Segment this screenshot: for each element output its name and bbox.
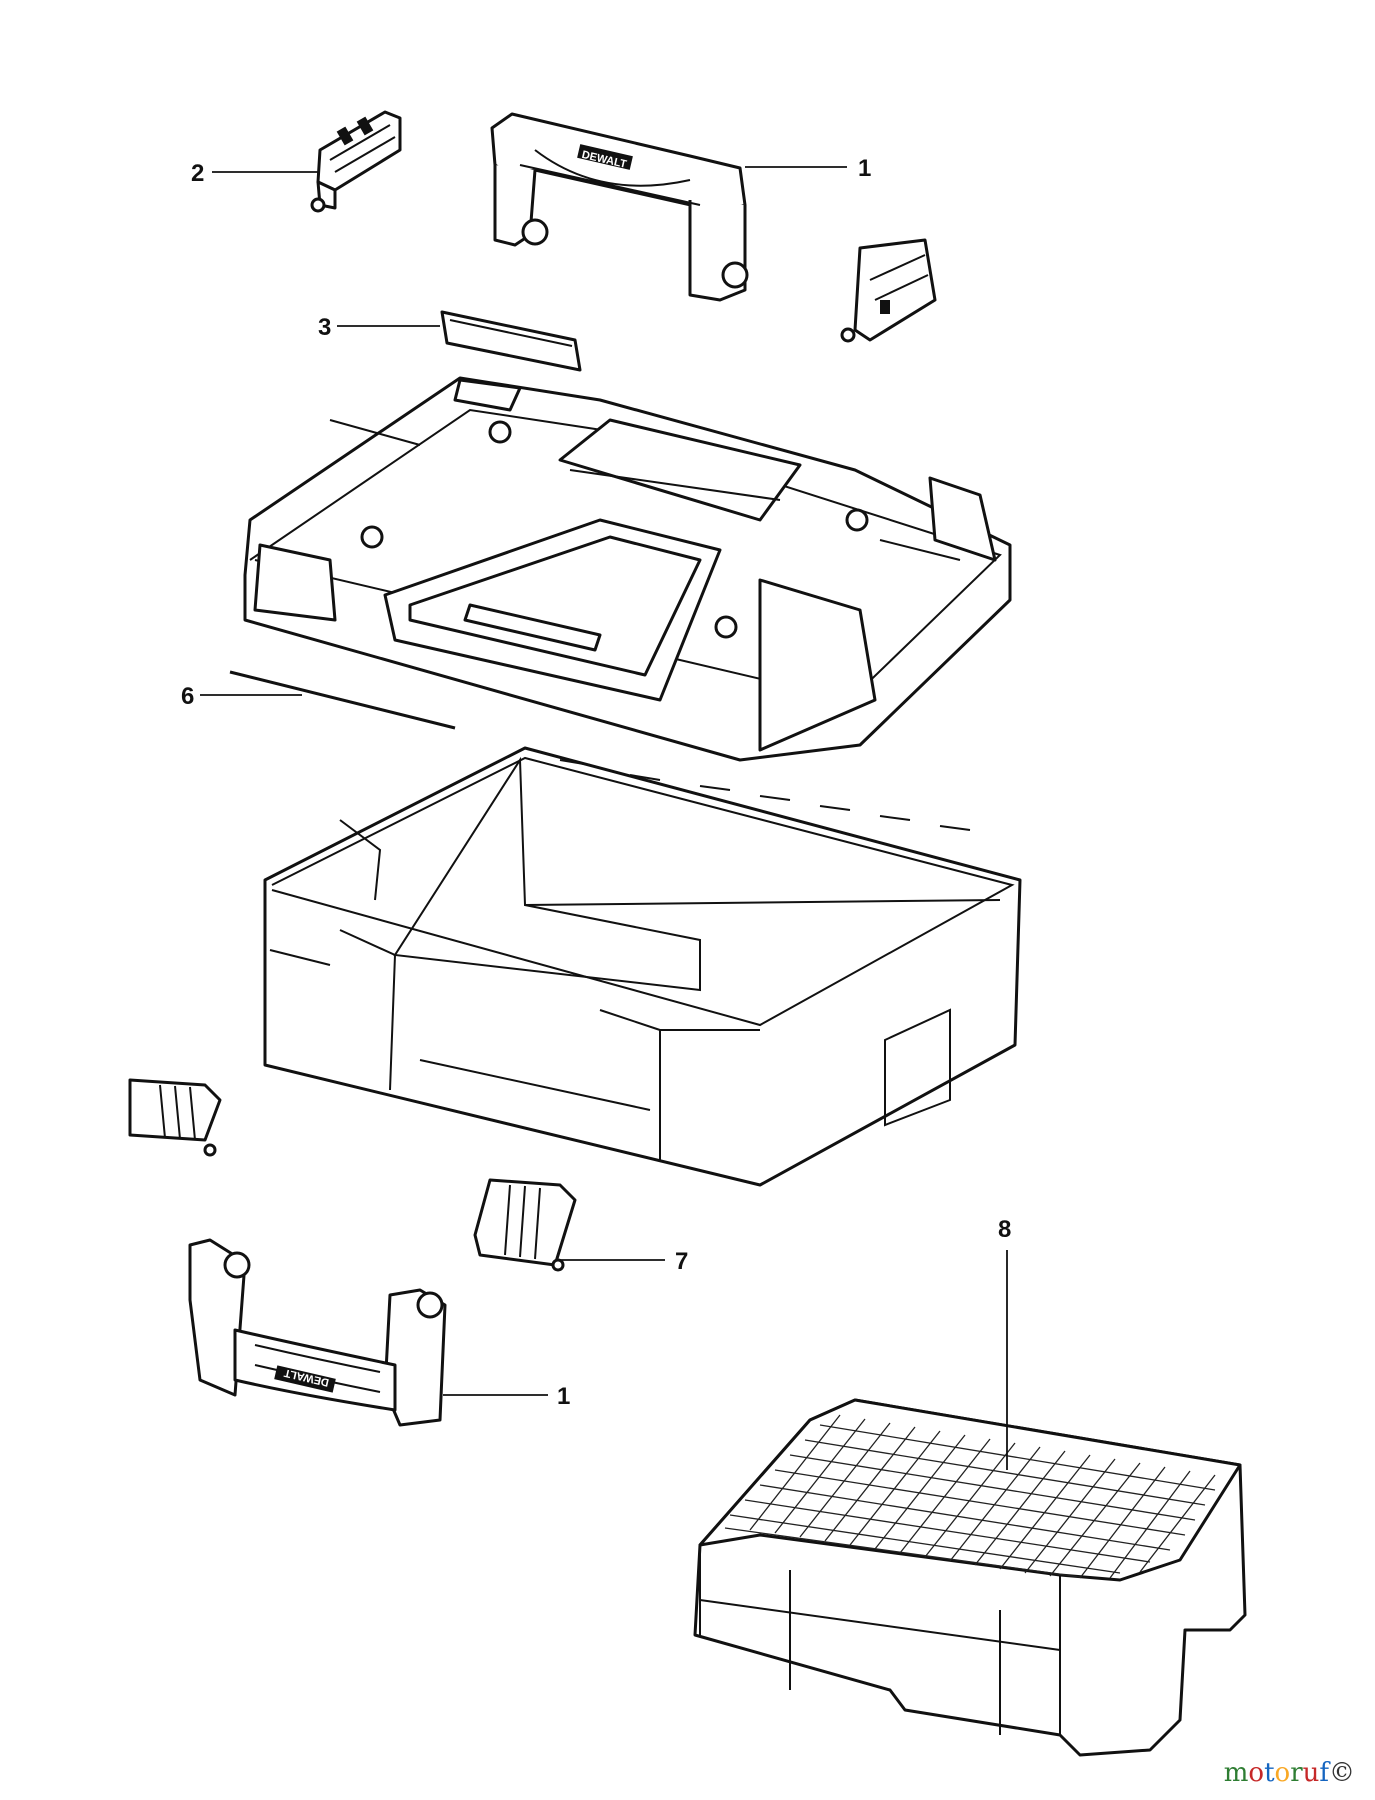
watermark-letter: r xyxy=(1290,1758,1303,1788)
callout-2: 2 xyxy=(191,160,204,187)
callout-6: 6 xyxy=(181,683,194,710)
watermark-letter: t xyxy=(1264,1758,1275,1788)
latch-left-lower xyxy=(128,1078,222,1157)
watermark-letter: m xyxy=(1223,1758,1249,1788)
watermark-letter: u xyxy=(1302,1758,1320,1788)
case-lid xyxy=(243,376,1012,762)
organizer-insert-part-8 xyxy=(693,1398,1247,1757)
handle-part-1-top: DEWALT xyxy=(490,112,749,302)
case-base xyxy=(263,746,1022,1187)
latch-part-2 xyxy=(310,110,402,213)
watermark-letter: © xyxy=(1329,1758,1355,1788)
watermark-letter: f xyxy=(1319,1758,1329,1788)
watermark-logo: motoruf© xyxy=(1224,1758,1355,1788)
hinge-pin-part-6 xyxy=(229,670,456,730)
latch-right xyxy=(840,238,937,343)
watermark-letter: o xyxy=(1248,1758,1265,1788)
callout-1-top: 1 xyxy=(858,155,871,182)
watermark-letter: o xyxy=(1274,1758,1291,1788)
callout-8: 8 xyxy=(998,1216,1011,1243)
handle-part-1-bottom: DEWALT xyxy=(188,1238,447,1427)
callout-1-bottom: 1 xyxy=(557,1383,570,1410)
leader-lines xyxy=(200,166,1008,1470)
callout-numbers: 1 2 3 6 7 8 1 xyxy=(181,155,1011,1410)
callout-7: 7 xyxy=(675,1248,688,1275)
label-insert-part-3 xyxy=(440,310,582,372)
latch-part-7 xyxy=(473,1178,577,1272)
callout-3: 3 xyxy=(318,314,331,341)
